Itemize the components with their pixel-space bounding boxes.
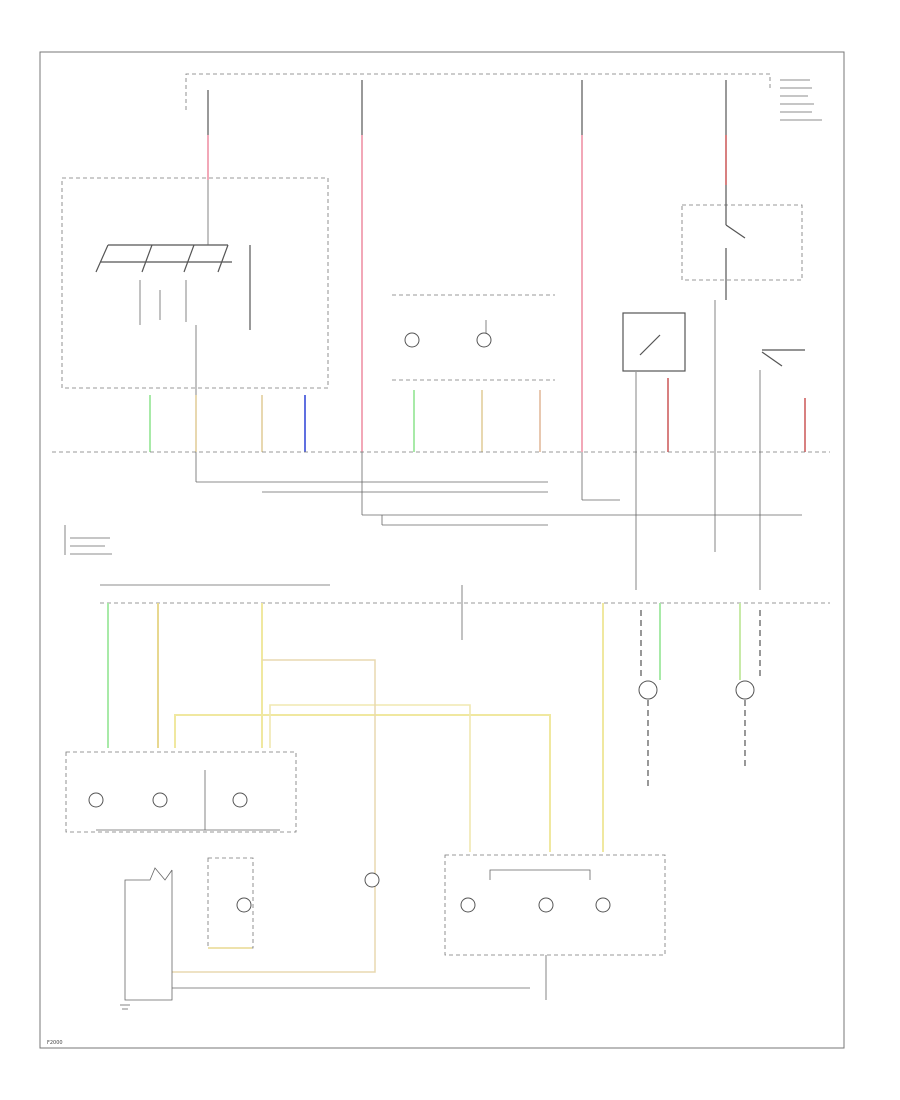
ignition-switch-box — [681, 204, 803, 281]
left-lamp-bulb-3 — [232, 792, 248, 808]
side-marker-bulb-right — [735, 680, 755, 700]
indicator-bulb-right — [476, 332, 492, 348]
return-wires — [195, 452, 802, 590]
combination-switch-contacts — [95, 180, 251, 330]
wire-tan-long — [172, 659, 376, 973]
wire-yellow-cross-2 — [269, 704, 471, 852]
legend-block — [64, 525, 112, 555]
relay-box — [622, 312, 686, 372]
ground-symbol-1 — [120, 1004, 130, 1010]
brake-switch-blade — [761, 351, 783, 367]
top-right-note — [780, 79, 822, 121]
center-lamp-bulb — [364, 872, 380, 888]
corner-label: F2000 — [47, 1040, 63, 1046]
left-lamp-bulb-1 — [88, 792, 104, 808]
side-marker-bulb-left — [638, 680, 658, 700]
diagram-frame — [39, 51, 845, 1049]
right-lamp-bulb-2 — [538, 897, 554, 913]
ground-path-left — [124, 867, 173, 1001]
right-lamp-assembly — [444, 854, 666, 956]
left-lamp-bulb-2 — [152, 792, 168, 808]
right-lamp-bulb-1 — [460, 897, 476, 913]
fuse-drops — [207, 80, 727, 135]
right-lamp-bulb-3 — [595, 897, 611, 913]
combination-switch-box — [61, 177, 329, 389]
indicator-bulb-left — [404, 332, 420, 348]
license-lamp-bulb — [236, 897, 252, 913]
left-lamp-assembly — [65, 751, 297, 833]
top-power-bus — [185, 73, 771, 110]
wire-yellow-cross — [174, 714, 551, 852]
